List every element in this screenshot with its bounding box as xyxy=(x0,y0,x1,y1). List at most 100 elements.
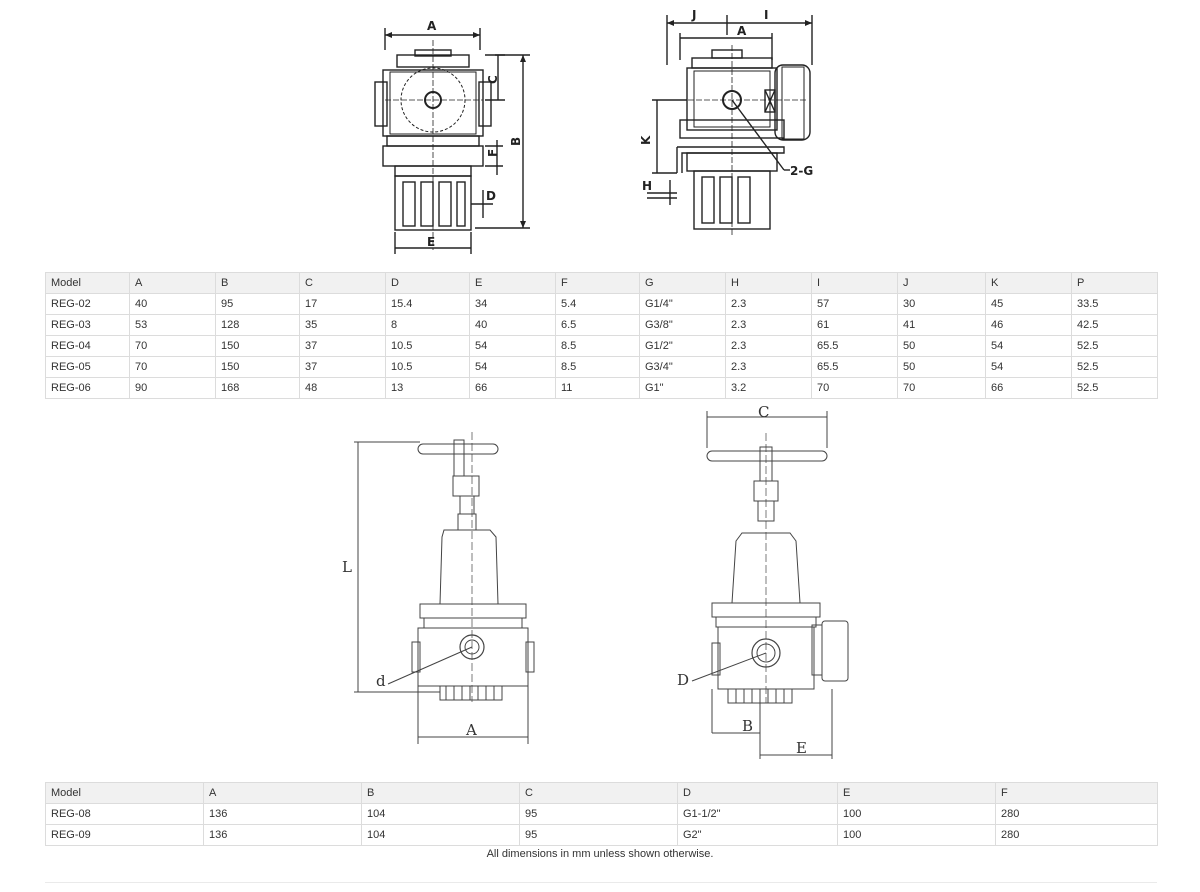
table-cell: G1-1/2" xyxy=(677,803,838,825)
table-cell: 280 xyxy=(995,803,1158,825)
units-footnote: All dimensions in mm unless shown otherw… xyxy=(486,848,714,860)
dim-label-d: D xyxy=(486,189,496,203)
table-cell: 17 xyxy=(299,293,386,315)
table-cell: 41 xyxy=(897,314,986,336)
dim-label-a3: A xyxy=(465,721,477,739)
large-regulator-front-drawing: L d A xyxy=(340,432,540,750)
dim-label-i: I xyxy=(764,8,768,22)
divider xyxy=(45,882,1157,883)
table-cell: 11 xyxy=(555,377,640,399)
table-cell: 70 xyxy=(129,356,216,378)
table-cell: 66 xyxy=(985,377,1072,399)
column-header: E xyxy=(837,782,996,804)
table-cell: G2" xyxy=(677,824,838,846)
table-cell: 57 xyxy=(811,293,898,315)
dim-label-j: J xyxy=(691,8,696,22)
table-cell: 5.4 xyxy=(555,293,640,315)
column-header: B xyxy=(215,272,300,294)
table-cell: 52.5 xyxy=(1071,377,1158,399)
table-cell: 3.2 xyxy=(725,377,812,399)
table-cell: 50 xyxy=(897,356,986,378)
large-regulator-side-drawing: C D B E xyxy=(672,403,862,763)
table-cell: 95 xyxy=(215,293,300,315)
dim-label-d-small: d xyxy=(376,672,386,690)
table-cell: 54 xyxy=(469,356,556,378)
column-header: F xyxy=(555,272,640,294)
table-cell: 70 xyxy=(811,377,898,399)
table-cell: 70 xyxy=(129,335,216,357)
dim-label-d-large: D xyxy=(677,671,689,689)
table-cell: G1" xyxy=(639,377,726,399)
table-cell: 10.5 xyxy=(385,356,470,378)
dim-label-a: A xyxy=(427,19,437,33)
table-cell: 168 xyxy=(215,377,300,399)
column-header: A xyxy=(203,782,362,804)
table-cell: 150 xyxy=(215,335,300,357)
table-cell: REG-06 xyxy=(45,377,130,399)
table-cell: 37 xyxy=(299,356,386,378)
table-cell: 128 xyxy=(215,314,300,336)
table-cell: 52.5 xyxy=(1071,356,1158,378)
column-header: B xyxy=(361,782,520,804)
table-cell: 104 xyxy=(361,824,520,846)
dim-label-h: H xyxy=(642,179,652,193)
table-cell: 65.5 xyxy=(811,335,898,357)
column-header: D xyxy=(385,272,470,294)
column-header: C xyxy=(519,782,678,804)
table-cell: 2.3 xyxy=(725,356,812,378)
table-cell: 150 xyxy=(215,356,300,378)
column-header: F xyxy=(995,782,1158,804)
table-cell: 8.5 xyxy=(555,356,640,378)
column-header: C xyxy=(299,272,386,294)
column-header: I xyxy=(811,272,898,294)
column-header: E xyxy=(469,272,556,294)
table-cell: 95 xyxy=(519,824,678,846)
table-cell: 61 xyxy=(811,314,898,336)
table-cell: 34 xyxy=(469,293,556,315)
table-cell: G3/4" xyxy=(639,356,726,378)
table-cell: 53 xyxy=(129,314,216,336)
table-cell: G1/4" xyxy=(639,293,726,315)
table-cell: 37 xyxy=(299,335,386,357)
table-cell: 42.5 xyxy=(1071,314,1158,336)
column-header: D xyxy=(677,782,838,804)
table-cell: REG-04 xyxy=(45,335,130,357)
dim-label-a2: A xyxy=(737,24,747,38)
table-cell: 8.5 xyxy=(555,335,640,357)
dim-label-c2: C xyxy=(758,403,769,421)
table-cell: 40 xyxy=(129,293,216,315)
table-cell: 30 xyxy=(897,293,986,315)
dim-label-l: L xyxy=(342,558,352,576)
column-header: G xyxy=(639,272,726,294)
table-cell: REG-03 xyxy=(45,314,130,336)
column-header: K xyxy=(985,272,1072,294)
dim-label-b: B xyxy=(509,137,523,146)
table-cell: G1/2" xyxy=(639,335,726,357)
table-cell: 54 xyxy=(985,356,1072,378)
table-cell: 40 xyxy=(469,314,556,336)
table-cell: 95 xyxy=(519,803,678,825)
table-cell: REG-05 xyxy=(45,356,130,378)
table-cell: 54 xyxy=(469,335,556,357)
column-header: P xyxy=(1071,272,1158,294)
table-cell: 2.3 xyxy=(725,335,812,357)
table-cell: 66 xyxy=(469,377,556,399)
dim-label-b2: B xyxy=(742,717,753,735)
table-cell: REG-02 xyxy=(45,293,130,315)
dim-label-e: E xyxy=(427,235,435,249)
table-cell: REG-08 xyxy=(45,803,204,825)
table-cell: 13 xyxy=(385,377,470,399)
table-cell: 280 xyxy=(995,824,1158,846)
table-cell: 90 xyxy=(129,377,216,399)
column-header: J xyxy=(897,272,986,294)
dim-label-e2: E xyxy=(796,739,807,757)
